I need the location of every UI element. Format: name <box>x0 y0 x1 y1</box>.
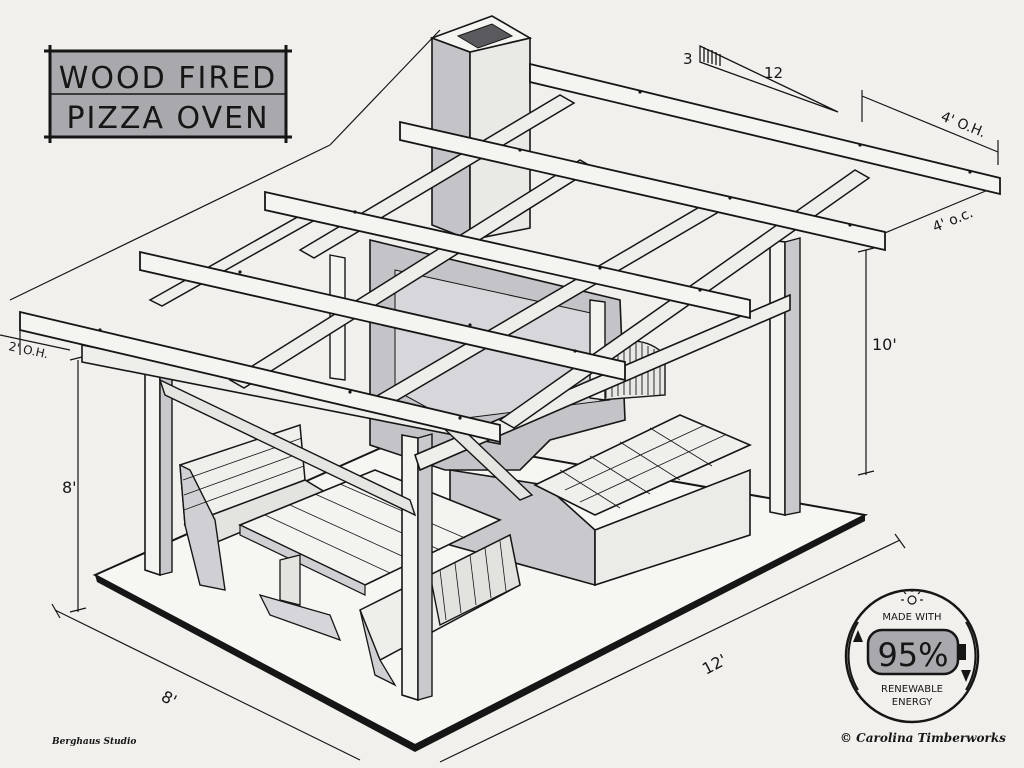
length-label: 12' <box>699 650 730 678</box>
dimension-lines <box>0 29 1001 763</box>
picnic-table <box>238 469 502 642</box>
rafter-spacing-label: 4' o.c. <box>931 205 976 236</box>
battery-icon <box>866 628 966 676</box>
overhang-left-label: 2' O.H. <box>7 339 49 361</box>
post-height-label: 10' <box>872 335 897 354</box>
credit-left: Berghaus Studio <box>51 737 136 747</box>
title-line-2: PIZZA OVEN <box>66 101 269 136</box>
bench-left <box>179 423 332 591</box>
title-line-1: WOOD FIRED <box>59 61 278 96</box>
bench-right <box>359 533 521 687</box>
renewable-energy-badge: MADE WITH 95% RENEWABLE ENERGY <box>844 588 980 724</box>
roof-cross-beams <box>19 62 1001 444</box>
badge-bottom-line-2: ENERGY <box>892 697 933 708</box>
title-plaque: WOOD FIRED PIZZA OVEN <box>44 45 292 143</box>
badge-bottom-line-1: RENEWABLE <box>881 684 943 695</box>
sun-icon <box>901 589 923 605</box>
badge-top-text: MADE WITH <box>882 612 941 623</box>
roof-slope-indicator <box>699 44 839 113</box>
width-label: 8' <box>158 687 180 711</box>
slope-run-label: 12 <box>764 64 783 82</box>
eave-beams <box>81 293 791 517</box>
eave-height-label: 8' <box>62 478 77 497</box>
slope-rise-label: 3 <box>683 50 693 68</box>
credit-right: © Carolina Timberworks <box>840 731 1006 745</box>
overhang-right-label: 4' O.H. <box>939 109 988 141</box>
badge-percent: 95% <box>877 636 948 674</box>
